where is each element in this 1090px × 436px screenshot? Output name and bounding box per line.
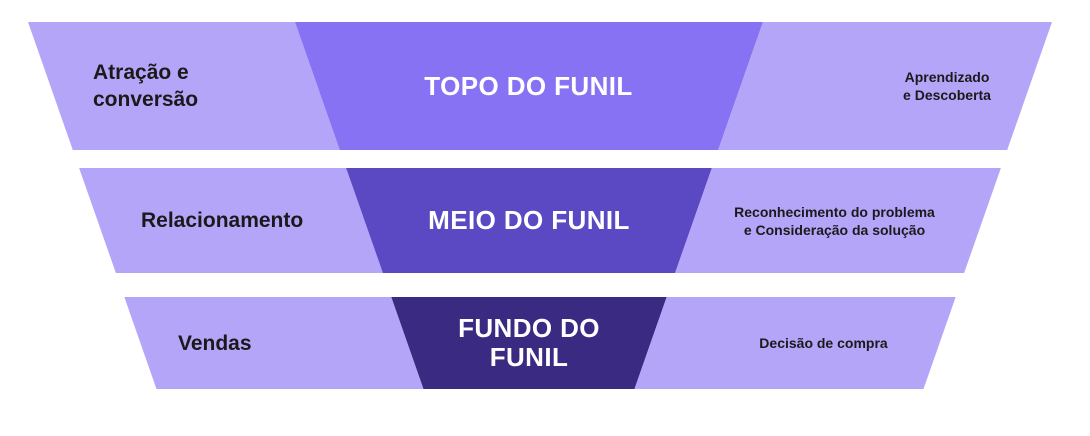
- funnel-row2-center-shape: [346, 168, 712, 273]
- funnel-row1-left-shape: [28, 22, 340, 150]
- funnel-row3-center-shape: [391, 297, 667, 389]
- row3-center-label: FUNDO DO FUNIL: [458, 313, 600, 372]
- row1-right-label: Aprendizado e Descoberta: [903, 69, 991, 103]
- row1-left-label: Atração e conversão: [93, 61, 199, 111]
- row3-right-label: Decisão de compra: [759, 335, 888, 351]
- funnel-row3-right-shape: [634, 297, 956, 389]
- funnel-row1-center-shape: [295, 22, 763, 150]
- row2-left-label: Relacionamento: [141, 209, 304, 232]
- row2-right-label: Reconhecimento do problema e Consideraçã…: [734, 203, 935, 238]
- funnel-row1-right-shape: [718, 22, 1052, 150]
- funnel-row3-left-shape: [124, 297, 424, 389]
- funnel-row2-right-shape: [675, 168, 1001, 273]
- funnel-row2-left-shape: [79, 168, 383, 273]
- row1-center-label: TOPO DO FUNIL: [424, 70, 633, 101]
- row2-center-label: MEIO DO FUNIL: [428, 205, 630, 235]
- row3-left-label: Vendas: [178, 331, 252, 355]
